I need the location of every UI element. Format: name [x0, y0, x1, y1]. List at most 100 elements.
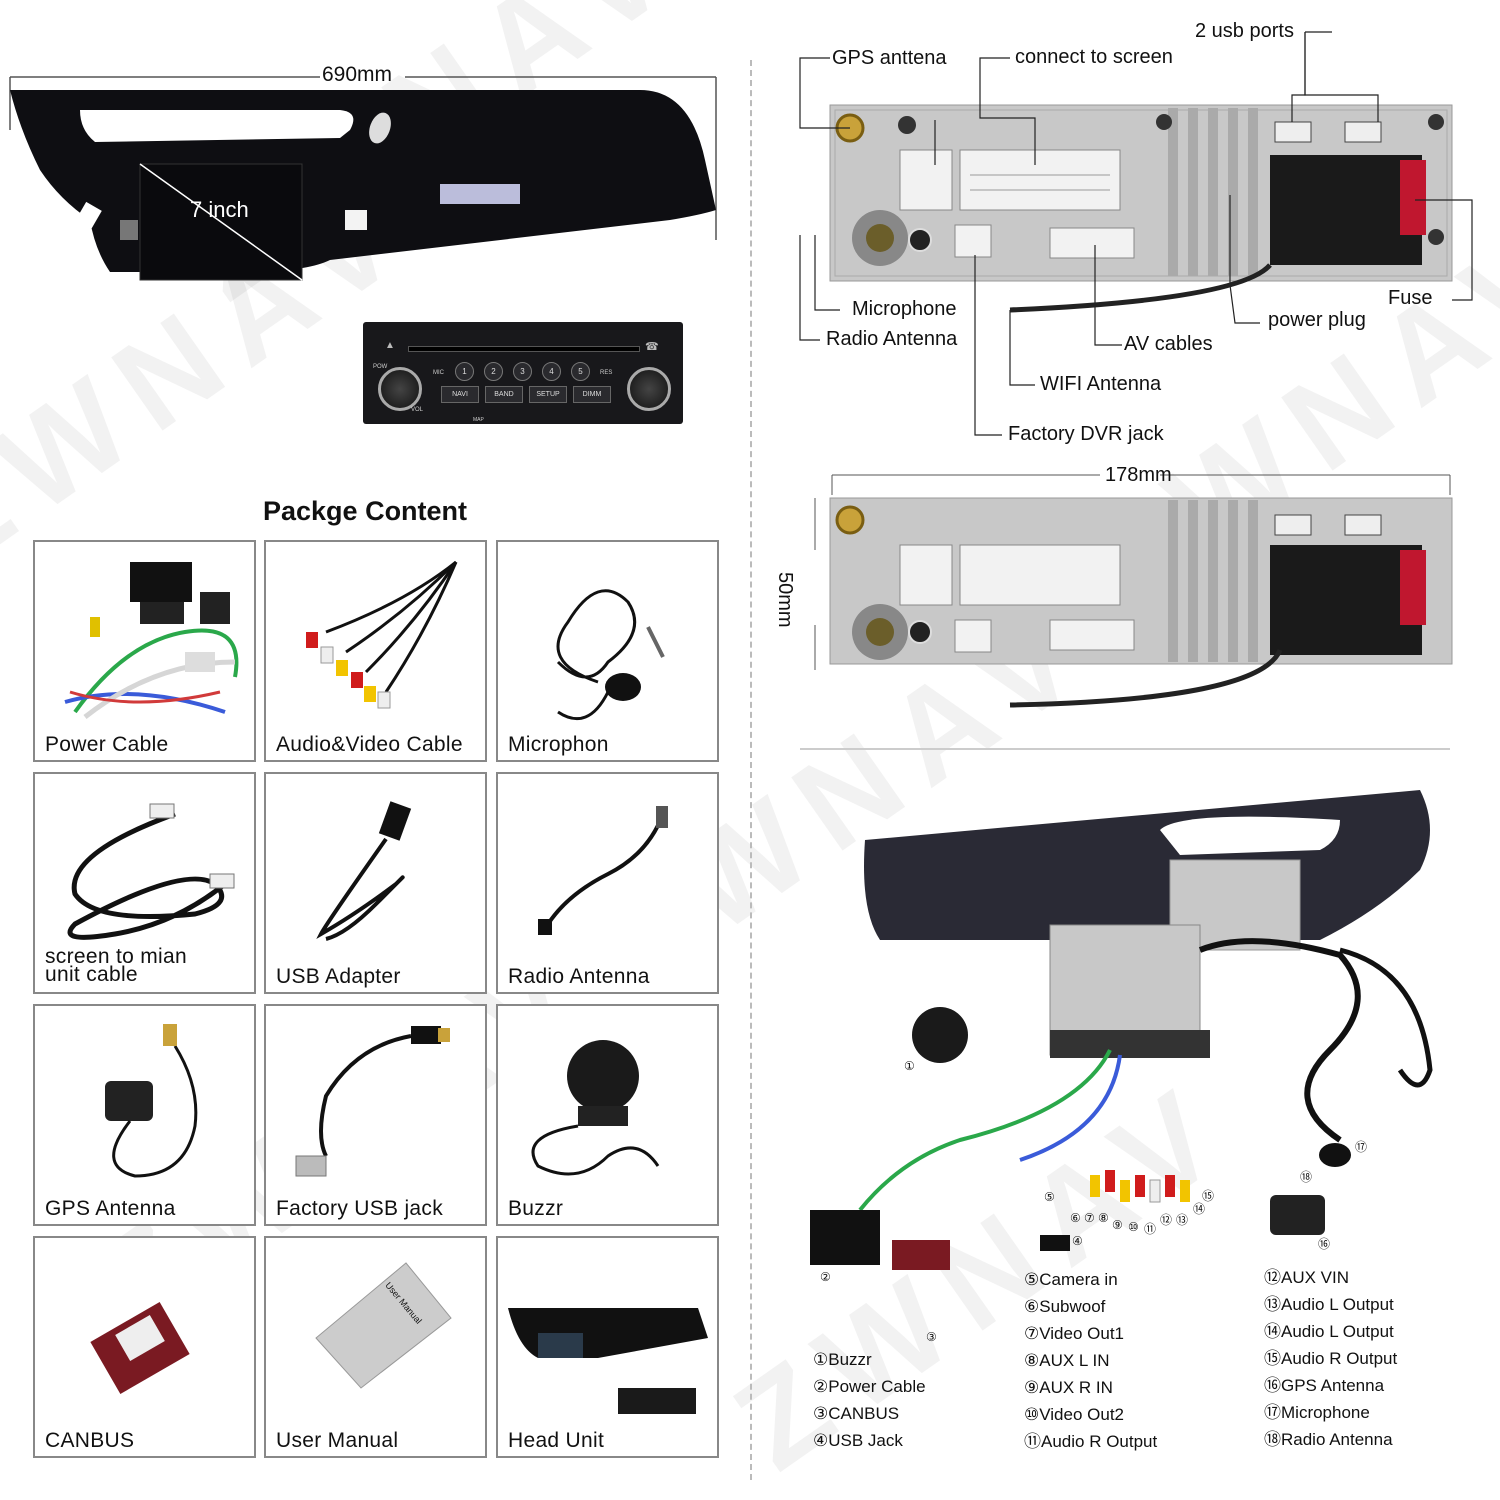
package-item-label: CANBUS — [45, 1429, 135, 1452]
callout-number: ⑬ — [1176, 1213, 1189, 1227]
package-item-usb-adapter: USB Adapter — [264, 772, 487, 994]
callout-number: ⑥ — [1070, 1211, 1081, 1225]
package-title: Packge Content — [263, 496, 468, 526]
power-cable-icon — [64, 562, 239, 719]
legend-item: ④USB Jack — [813, 1431, 903, 1450]
legend-item: ⑨AUX R IN — [1024, 1378, 1113, 1397]
legend-item: ⑱Radio Antenna — [1264, 1430, 1393, 1449]
band-button[interactable]: BAND — [485, 386, 523, 403]
package-item-user-manual: User Manual User Manual — [264, 1236, 487, 1458]
callout-number: ⑯ — [1318, 1237, 1331, 1251]
package-item-label: Factory USB jack — [276, 1197, 444, 1220]
label-usb-ports: 2 usb ports — [1195, 20, 1294, 42]
callout-number: ⑨ — [1112, 1218, 1123, 1232]
package-item-label: screen to mian unit cable — [45, 945, 187, 986]
package-item-label: GPS Antenna — [45, 1197, 176, 1220]
screen-size-label: 7 inch — [190, 197, 249, 222]
navi-button[interactable]: NAVI — [441, 386, 479, 403]
legend-item: ⑬Audio L Output — [1264, 1295, 1394, 1314]
label-wifi-antenna: WIFI Antenna — [1040, 373, 1162, 395]
label-microphone: Microphone — [852, 298, 957, 320]
radio-antenna-icon — [538, 806, 668, 935]
vol-knob[interactable] — [378, 367, 422, 411]
rear-panel-section: GPS anttena connect to screen 2 usb port… — [760, 0, 1500, 740]
wiring-drawing — [810, 790, 1433, 1270]
number-button[interactable]: 4 — [542, 362, 561, 381]
legend-item: ②Power Cable — [813, 1377, 926, 1396]
av-cable-icon — [306, 560, 458, 709]
legend-item: ⑪Audio R Output — [1024, 1432, 1158, 1451]
number-button[interactable]: 3 — [513, 362, 532, 381]
head-unit-icon — [508, 1308, 708, 1414]
label-power-plug: power plug — [1268, 309, 1366, 331]
vertical-divider — [750, 60, 752, 1480]
label-connect-to-screen: connect to screen — [1015, 46, 1173, 68]
package-item-power-cable: Power Cable — [33, 540, 256, 762]
rear-panel-drawing — [799, 31, 1473, 708]
label-av-cables: AV cables — [1124, 333, 1213, 355]
legend-item: ①Buzzr — [813, 1350, 872, 1369]
legend-item: ⑩Video Out2 — [1024, 1405, 1124, 1424]
screen-cable-icon — [67, 803, 235, 940]
label-height-50: 50mm — [774, 572, 796, 628]
number-button[interactable]: 1 — [455, 362, 474, 381]
legend-item: ⑮Audio R Output — [1264, 1349, 1398, 1368]
number-button[interactable]: 2 — [484, 362, 503, 381]
package-item-label: Microphon — [508, 733, 609, 756]
package-item-canbus: CANBUS — [33, 1236, 256, 1458]
setup-button[interactable]: SETUP — [529, 386, 567, 403]
wiring-section: ① ② ③ ④ ⑤ ⑥ ⑦ ⑧ ⑨ ⑩ ⑪ ⑫ ⑬ ⑭ ⑮ ⑯ ⑰ ⑱ — [780, 770, 1500, 1490]
canbus-icon — [90, 1302, 190, 1394]
phone-icon: ☎ — [645, 341, 659, 353]
vol-label: VOL — [411, 407, 424, 413]
number-button[interactable]: 5 — [571, 362, 590, 381]
legend-item: ⑧AUX L IN — [1024, 1351, 1110, 1370]
callout-number: ① — [904, 1059, 915, 1073]
callout-number: ⑩ — [1128, 1220, 1139, 1234]
user-manual-icon — [315, 1262, 452, 1389]
legend-col-2: ⑤Camera in ⑥Subwoof ⑦Video Out1 ⑧AUX L I… — [1024, 1266, 1157, 1455]
package-item-label-line1: screen to mian — [45, 945, 187, 968]
label-fuse: Fuse — [1388, 287, 1433, 309]
usb-adapter-icon — [316, 801, 412, 941]
tune-knob[interactable] — [627, 367, 671, 411]
callout-number: ② — [820, 1270, 831, 1284]
buzzer-icon — [531, 1040, 660, 1176]
legend-item: ⑰Microphone — [1264, 1403, 1370, 1422]
legend-item: ⑫AUX VIN — [1264, 1268, 1350, 1287]
front-panel: ▲ ☎ POW VOL MIC RES MAP 1 2 3 4 5 NAVI B… — [363, 322, 683, 424]
res-label: RES — [600, 370, 613, 376]
dash-panel-section: 690mm 7 inch — [0, 50, 740, 300]
dash-panel-drawing — [9, 76, 717, 281]
callout-number: ⑦ — [1084, 1211, 1095, 1225]
dimm-button[interactable]: DIMM — [573, 386, 611, 403]
package-item-label: User Manual — [276, 1429, 399, 1452]
callout-number: ⑮ — [1202, 1189, 1215, 1203]
callout-number: ⑪ — [1144, 1222, 1157, 1236]
legend-item: ⑥Subwoof — [1024, 1297, 1106, 1316]
mic-label: MIC — [433, 370, 444, 376]
package-item-head-unit: Head Unit — [496, 1236, 719, 1458]
package-item-gps-antenna: GPS Antenna — [33, 1004, 256, 1226]
package-item-av-cable: Audio&Video Cable — [264, 540, 487, 762]
package-item-label: Power Cable — [45, 733, 169, 756]
pow-label: POW — [373, 364, 388, 370]
eject-icon: ▲ — [385, 340, 395, 351]
package-item-label: USB Adapter — [276, 965, 401, 988]
package-item-screen-cable: screen to mian unit cable — [33, 772, 256, 994]
package-item-label-line2: unit cable — [45, 963, 138, 986]
legend-col-1: ①Buzzr ②Power Cable ③CANBUS ④USB Jack — [813, 1346, 926, 1454]
disc-slot — [408, 346, 640, 352]
function-button-row: NAVI BAND SETUP DIMM — [441, 386, 611, 403]
callout-number: ⑭ — [1193, 1202, 1206, 1216]
label-radio-antenna: Radio Antenna — [826, 328, 958, 350]
callout-number: ③ — [926, 1330, 937, 1344]
package-item-buzzer: Buzzr — [496, 1004, 719, 1226]
number-button-row: 1 2 3 4 5 — [455, 362, 590, 381]
callout-number: ⑱ — [1300, 1170, 1313, 1184]
callout-number: ⑧ — [1098, 1211, 1109, 1225]
package-item-label: Audio&Video Cable — [276, 733, 463, 756]
callout-number: ⑰ — [1355, 1140, 1368, 1154]
map-label: MAP — [473, 417, 484, 423]
factory-usb-jack-icon — [295, 1026, 450, 1177]
